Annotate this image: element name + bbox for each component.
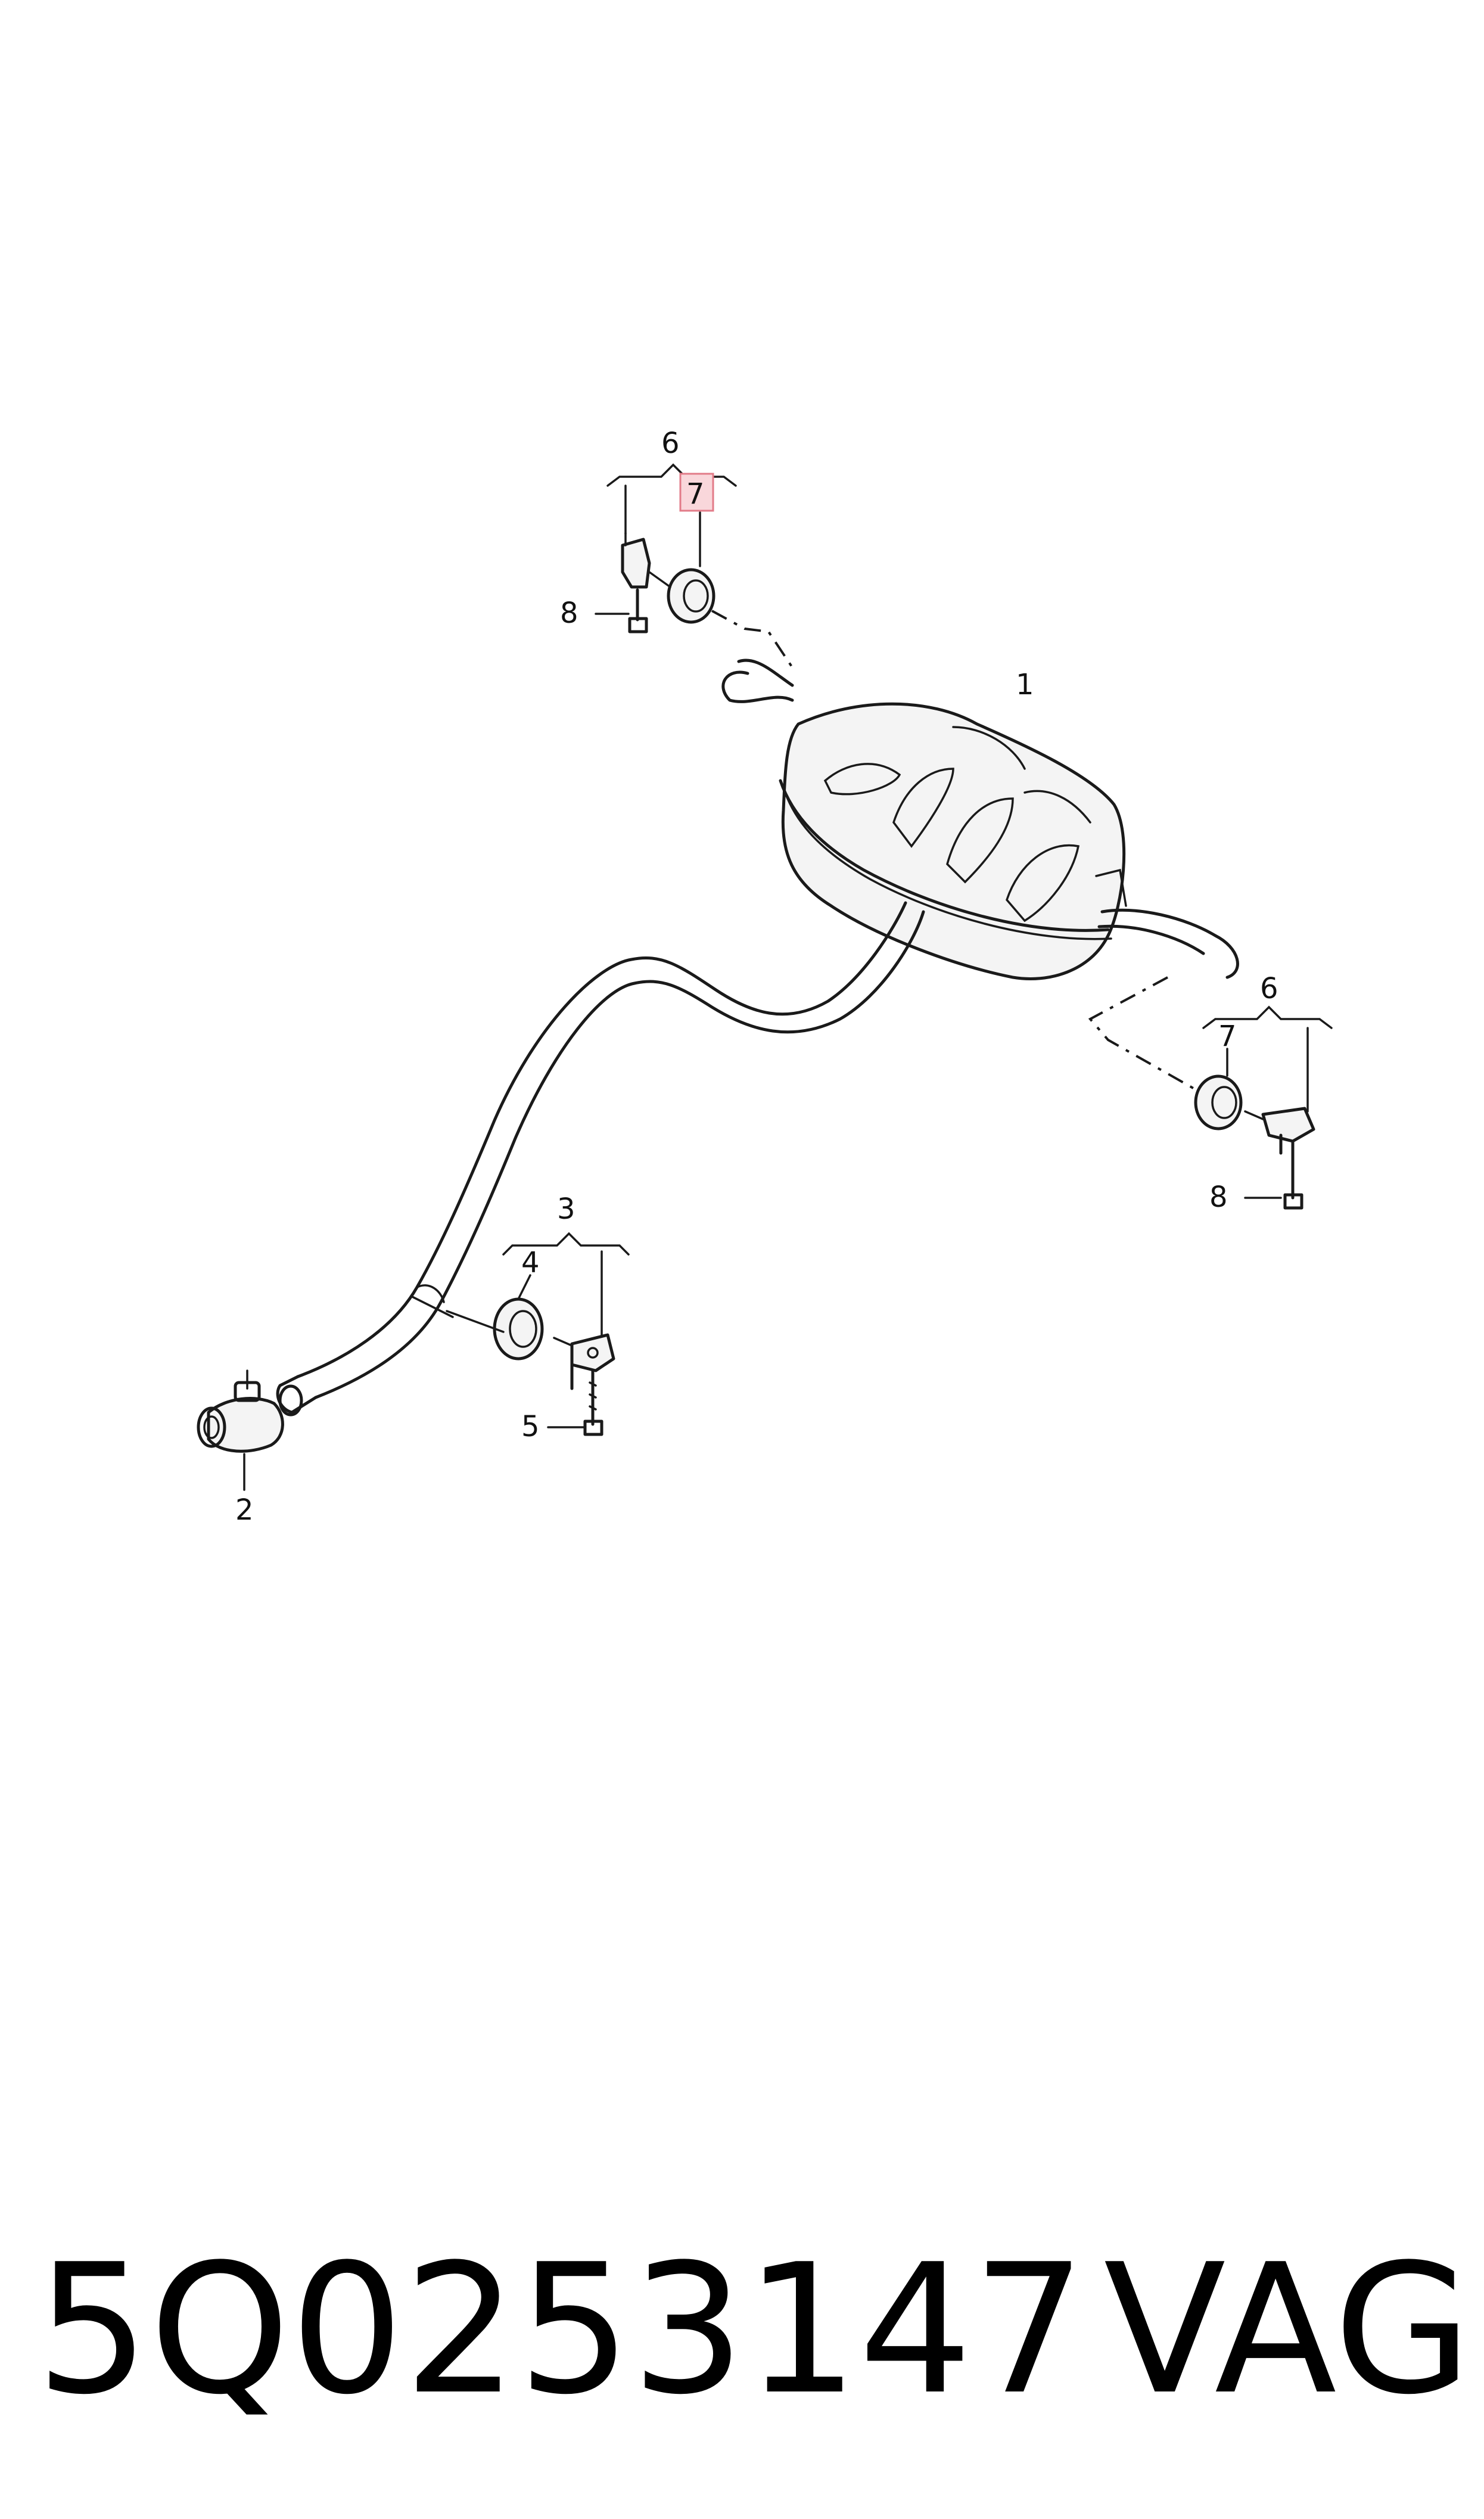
top-hanger-assembly [595, 463, 794, 669]
callout-7-top: 7 [686, 477, 705, 511]
callout-7-right: 7 [1218, 1020, 1237, 1053]
callout-8-top: 8 [560, 597, 578, 630]
callout-6-right: 6 [1260, 972, 1278, 1005]
part-number-label: 5Q0253147 [36, 2226, 1087, 2434]
callout-4: 4 [521, 1246, 540, 1279]
front-hanger-assembly [446, 1232, 630, 1436]
callout-1: 1 [1016, 668, 1034, 701]
callout-7-highlight [679, 473, 714, 512]
rear-silencer [721, 659, 1239, 980]
middle-pipe [276, 901, 925, 1417]
callout-5: 5 [521, 1410, 540, 1443]
exhaust-parts-diagram: 1 2 3 4 5 6 7 8 6 7 8 [197, 427, 1333, 1527]
callout-8-right: 8 [1209, 1181, 1228, 1214]
callout-2: 2 [235, 1493, 254, 1527]
brand-label: VAG [1103, 2226, 1472, 2434]
callout-3: 3 [557, 1192, 575, 1226]
callout-6-top: 6 [661, 427, 680, 460]
right-hanger-assembly [1088, 976, 1333, 1210]
pipe-clamp [197, 1369, 284, 1491]
